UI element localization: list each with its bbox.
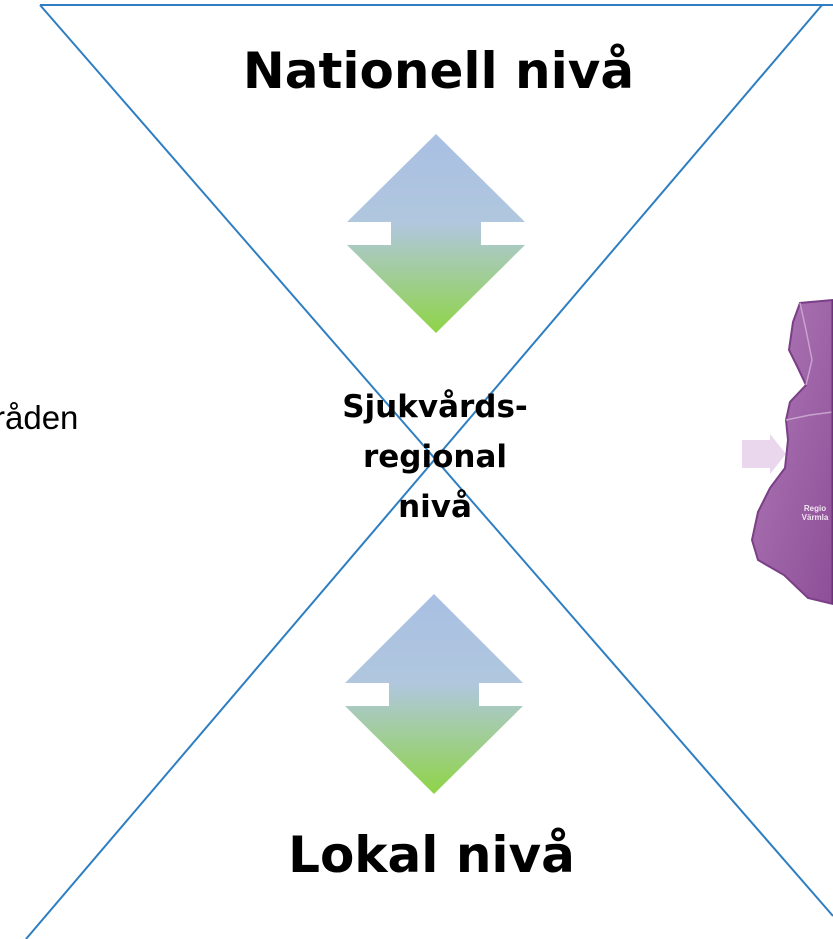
diagonal-line-left-to-right — [39, 4, 833, 917]
regional-level-label: Sjukvårds- regional nivå — [300, 382, 570, 532]
regional-level-line-3: nivå — [398, 489, 472, 525]
map-region-label-line-2: Värmla — [801, 513, 829, 522]
diagonal-line-right-to-left — [25, 4, 823, 939]
map-pointer-arrow — [742, 434, 786, 474]
map-region-label-line-1: Regio — [803, 504, 827, 513]
double-arrow-bottom — [345, 594, 523, 794]
double-arrow-top — [347, 134, 525, 333]
left-cropped-text: råden — [0, 399, 79, 436]
region-map — [750, 298, 833, 606]
local-level-label: Lokal nivå — [288, 826, 575, 884]
national-level-label: Nationell nivå — [242, 42, 635, 100]
map-region-label: Regio Värmla — [790, 504, 833, 522]
regional-level-line-2: regional — [362, 439, 508, 475]
regional-level-line-1: Sjukvårds- — [342, 389, 528, 425]
